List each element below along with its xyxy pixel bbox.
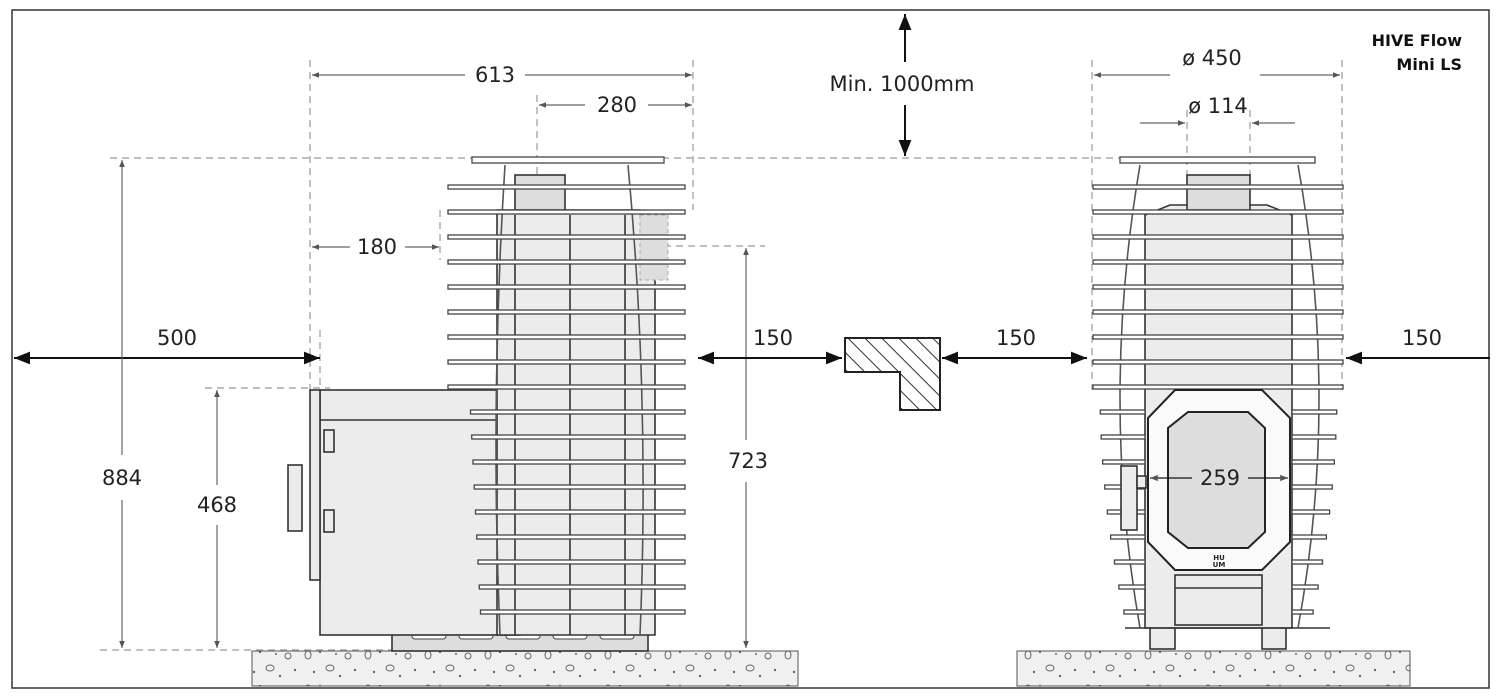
dim-259: 259 xyxy=(1200,466,1240,490)
cage-rod xyxy=(1092,334,1344,340)
cage-rod xyxy=(1291,409,1338,415)
cage-rod xyxy=(447,384,686,390)
cage-rod xyxy=(476,534,686,540)
cage-rod xyxy=(1092,184,1344,190)
stove-front-view: HU UM xyxy=(1092,156,1344,650)
cage-rod xyxy=(1092,384,1344,390)
cage-rod xyxy=(447,284,686,290)
model-name-line1: HIVE Flow xyxy=(1372,31,1463,50)
cage-rod xyxy=(469,409,686,415)
floor-left xyxy=(251,650,799,687)
cage-rod xyxy=(1291,434,1337,440)
dim-468: 468 xyxy=(197,493,237,517)
cage-rod xyxy=(1092,259,1344,265)
door-handle-side xyxy=(287,464,303,532)
cage-rod xyxy=(1291,484,1333,490)
cage-rod xyxy=(1092,309,1344,315)
dim-150-middle: 150 xyxy=(996,326,1036,350)
floor-right xyxy=(1016,650,1411,687)
dim-884: 884 xyxy=(102,466,142,490)
cage-rod xyxy=(447,209,686,215)
cage-rod xyxy=(473,484,686,490)
cage-rod xyxy=(1118,584,1146,590)
cage-rod xyxy=(1113,559,1146,565)
cage-rod xyxy=(471,434,686,440)
cage-rod xyxy=(1092,284,1344,290)
cage-rod xyxy=(1092,359,1344,365)
cage-rod xyxy=(447,334,686,340)
dim-723: 723 xyxy=(728,449,768,473)
cage-rod xyxy=(447,309,686,315)
svg-text:UM: UM xyxy=(1213,561,1226,569)
cage-rod xyxy=(474,509,686,515)
dimension-lines xyxy=(14,14,1490,648)
dim-diameter-114: ø 114 xyxy=(1188,94,1248,118)
cage-rod xyxy=(1099,409,1146,415)
cage-rod xyxy=(1291,609,1314,615)
model-name-line2: Mini LS xyxy=(1396,55,1462,74)
cage-rod xyxy=(1102,459,1146,465)
cage-rod xyxy=(1100,434,1146,440)
cage-rod xyxy=(1291,559,1324,565)
frame xyxy=(11,9,1490,689)
cage-rod xyxy=(447,184,686,190)
stove-side-view xyxy=(287,156,686,652)
cage-rod xyxy=(1291,584,1319,590)
huum-logo: HU xyxy=(1213,554,1225,562)
cage-rod xyxy=(447,359,686,365)
cage-rod xyxy=(477,559,686,565)
cage-rod xyxy=(1109,534,1146,540)
dimension-labels: 613 280 180 500 884 468 723 150 150 150 … xyxy=(102,46,1442,517)
cage-rod xyxy=(1092,234,1344,240)
cage-rod xyxy=(1291,534,1328,540)
cage-rod xyxy=(447,234,686,240)
cage-rod xyxy=(479,609,686,615)
door-handle-front xyxy=(1120,465,1138,531)
dim-diameter-450: ø 450 xyxy=(1182,46,1242,70)
dim-150-right: 150 xyxy=(1402,326,1442,350)
ceiling-clearance: Min. 1000mm xyxy=(830,72,975,96)
cage-rod xyxy=(1092,209,1344,215)
cage-rod xyxy=(478,584,686,590)
dim-150-left: 150 xyxy=(753,326,793,350)
dim-500: 500 xyxy=(157,326,197,350)
cage-rod xyxy=(1123,609,1146,615)
cage-rod xyxy=(1291,459,1335,465)
dim-613: 613 xyxy=(475,63,515,87)
cage-rod xyxy=(447,259,686,265)
cage-rod xyxy=(472,459,686,465)
cage-rod xyxy=(1291,509,1331,515)
dim-280: 280 xyxy=(597,93,637,117)
wall-symbol xyxy=(844,337,941,411)
dim-180: 180 xyxy=(357,235,397,259)
